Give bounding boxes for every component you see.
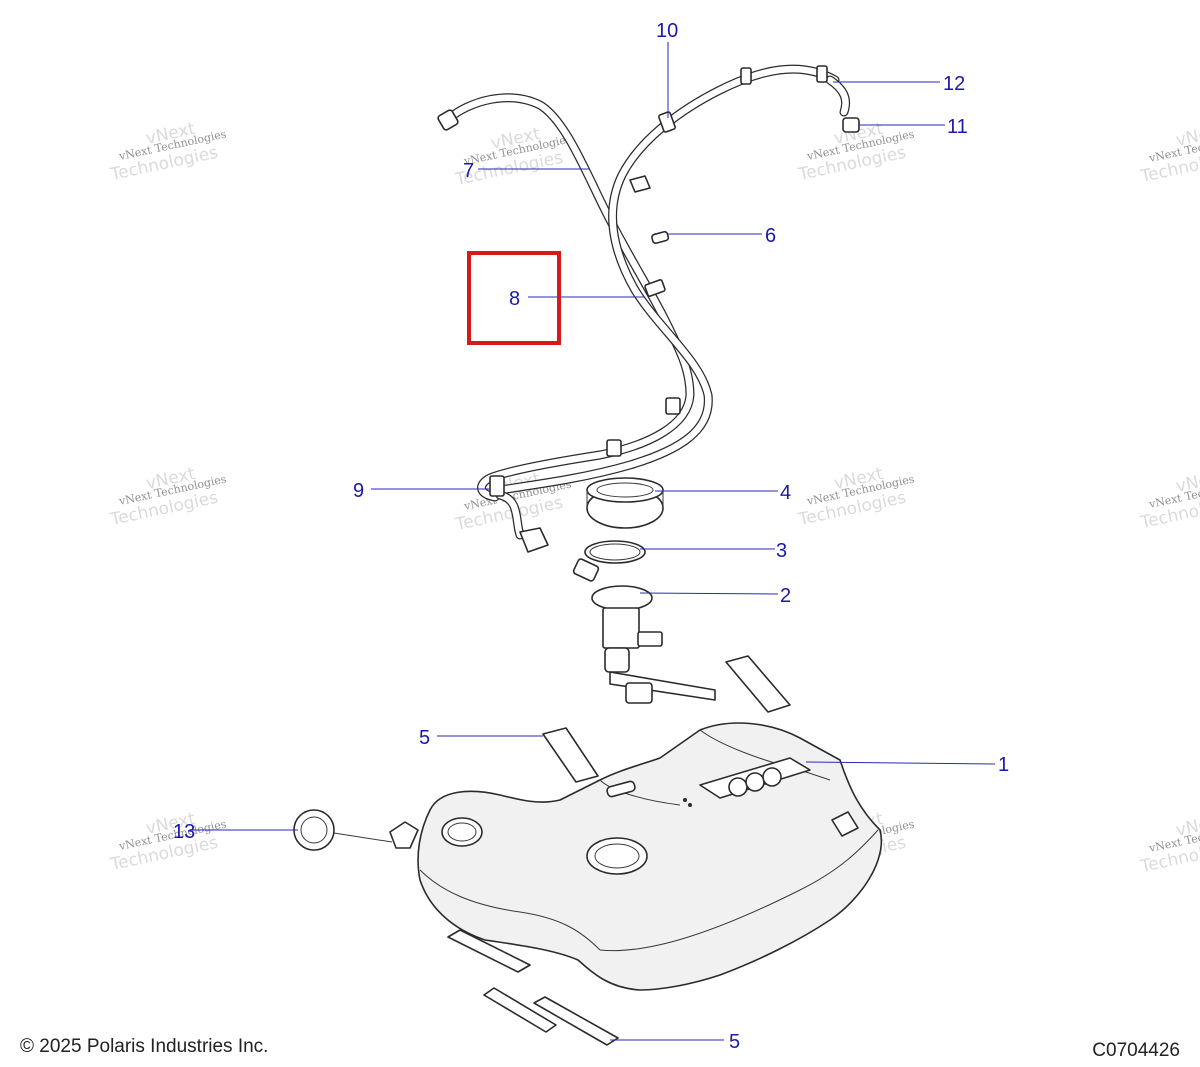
callout-7: 7 — [463, 160, 474, 182]
callout-3: 3 — [776, 540, 787, 562]
callout-9: 9 — [353, 480, 364, 502]
insulator-pads — [447, 655, 791, 1046]
callout-5-lower: 5 — [729, 1031, 740, 1053]
copyright-text: © 2025 Polaris Industries Inc. — [20, 1036, 269, 1057]
watermark: vNext vNext Technologies Technologies — [1138, 121, 1200, 187]
watermark: vNext vNext Technologies Technologies — [1138, 811, 1200, 877]
watermark: vNext vNext Technologies Technologies — [108, 119, 228, 185]
watermark: vNext vNext Technologies Technologies — [108, 809, 228, 875]
fuel-pump-gasket — [584, 540, 646, 564]
callout-2: 2 — [780, 585, 791, 607]
watermark: vNext vNext Technologies Technologies — [1138, 467, 1200, 533]
fuel-pump-module — [572, 558, 716, 704]
watermark: vNext vNext Technologies Technologies — [796, 464, 916, 530]
callouts: 1 2 3 4 5 5 6 7 8 9 10 11 12 — [173, 20, 1009, 1053]
callout-6: 6 — [765, 225, 776, 247]
watermark: vNext vNext Technologies Technologies — [108, 464, 228, 530]
callout-10: 10 — [656, 20, 678, 42]
callout-13: 13 — [173, 821, 195, 843]
fuel-tank — [417, 722, 883, 991]
selection-box-highlight — [467, 251, 561, 345]
callout-11: 11 — [947, 116, 968, 138]
fuel-cap — [293, 809, 419, 851]
callout-4: 4 — [780, 482, 791, 504]
callout-12: 12 — [943, 73, 965, 95]
fuel-pump-lock-ring — [586, 477, 664, 529]
callout-8: 8 — [509, 288, 520, 310]
callout-1: 1 — [998, 754, 1009, 776]
diagram-code: C0704426 — [1092, 1040, 1180, 1061]
fuel-hose-assembly — [437, 64, 860, 553]
callout-5-upper: 5 — [419, 727, 430, 749]
